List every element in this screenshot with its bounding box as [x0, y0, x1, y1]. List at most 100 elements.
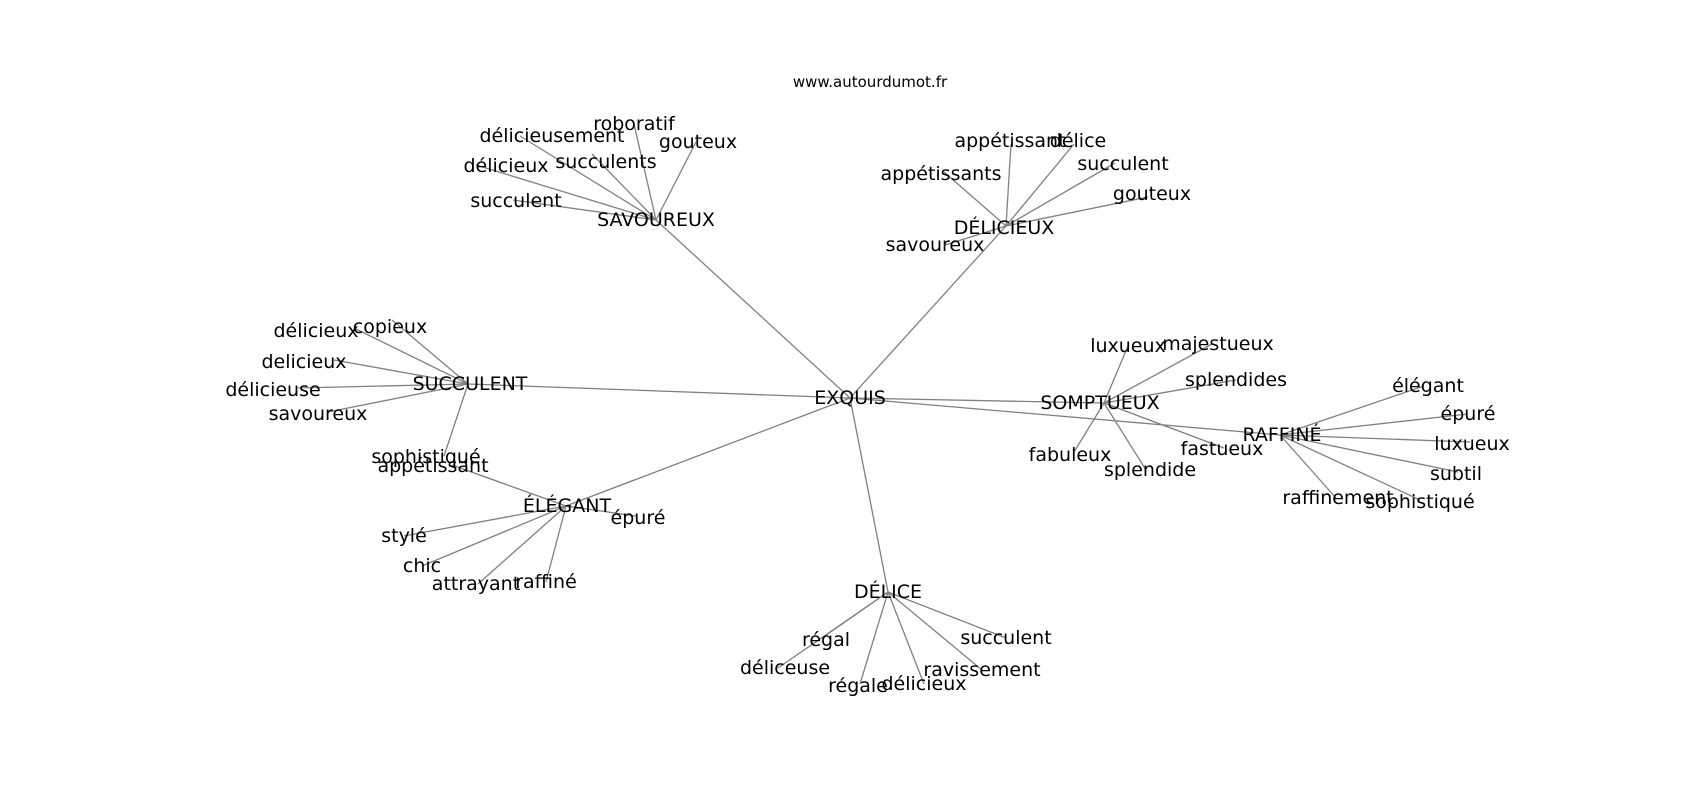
edge-delicieux-leaf	[944, 225, 1007, 246]
leaf-word[interactable]: succulent	[960, 627, 1051, 649]
edge-delice-leaf	[887, 591, 1007, 639]
edge-delice-leaf	[887, 591, 983, 671]
leaf-word[interactable]: délicieux	[881, 673, 966, 695]
edge-raffine-leaf	[1279, 385, 1425, 436]
graph-edges	[297, 123, 1471, 685]
leaf-word[interactable]: luxueux	[1090, 335, 1166, 357]
edge-elegant-leaf	[565, 505, 637, 517]
leaf-word[interactable]: délicieux	[463, 155, 548, 177]
leaf-word[interactable]: stylé	[381, 525, 427, 547]
leaf-word[interactable]: roboratif	[593, 113, 676, 135]
edge-savoureux-leaf	[512, 199, 657, 221]
edge-savoureux-leaf	[591, 153, 657, 221]
leaf-word[interactable]: appétissants	[880, 163, 1001, 185]
leaf-word[interactable]: appétissant	[954, 130, 1065, 152]
edge-elegant-leaf	[477, 505, 567, 585]
edge-delicieux-leaf	[943, 171, 1007, 227]
leaf-word[interactable]: délicieusement	[479, 125, 624, 147]
edge-raffine-leaf	[1279, 413, 1469, 436]
edge-succulent-leaf	[391, 319, 469, 385]
edge-succulent-leaf	[333, 359, 469, 385]
leaf-word[interactable]: ravissement	[923, 659, 1040, 681]
edge-center-elegant	[565, 397, 851, 507]
edge-somptueux-leaf	[1103, 343, 1213, 404]
edge-center-succulent	[467, 383, 851, 399]
leaf-word[interactable]: élégant	[1392, 375, 1464, 397]
edge-raffine-leaf	[1279, 434, 1471, 443]
edge-delice-leaf	[859, 591, 889, 685]
edge-savoureux-leaf	[633, 123, 657, 221]
leaf-word[interactable]: raffinement	[1282, 487, 1393, 509]
edge-succulent-leaf	[327, 383, 469, 413]
edge-center-delice	[849, 397, 889, 593]
leaf-word[interactable]: gouteux	[1113, 183, 1191, 205]
edge-delicieux-leaf	[1005, 143, 1075, 227]
edge-delicieux-leaf	[1005, 162, 1116, 227]
leaf-word[interactable]: luxueux	[1434, 433, 1510, 455]
leaf-word[interactable]: attrayant	[432, 573, 520, 595]
leaf-word[interactable]: delicieux	[261, 351, 346, 373]
edge-raffine-leaf	[1279, 434, 1337, 499]
leaf-word[interactable]: splendides	[1185, 369, 1287, 391]
edge-somptueux-leaf	[1103, 379, 1237, 404]
edge-somptueux-leaf	[1103, 345, 1129, 404]
edge-center-raffine	[849, 397, 1281, 436]
leaf-word[interactable]: succulents	[555, 151, 656, 173]
leaf-word[interactable]: délice	[1050, 130, 1106, 152]
edge-succulent-leaf	[353, 327, 469, 385]
leaf-word[interactable]: régal	[802, 629, 850, 651]
edge-succulent-leaf	[297, 383, 469, 389]
leaf-word[interactable]: épuré	[611, 507, 666, 529]
edge-elegant-leaf	[545, 505, 567, 583]
leaf-word[interactable]: sophistiqué	[1365, 491, 1474, 513]
leaf-word[interactable]: déliceuse	[740, 657, 830, 679]
site-url: www.autourdumot.fr	[793, 73, 948, 91]
edge-savoureux-leaf	[475, 164, 657, 221]
leaf-word[interactable]: sophistiqué	[371, 446, 480, 468]
leaf-word[interactable]: chic	[403, 555, 441, 577]
leaf-word[interactable]: savoureux	[269, 403, 368, 425]
edge-raffine-leaf	[1279, 434, 1421, 501]
edge-savoureux-leaf	[519, 135, 657, 221]
leaf-word[interactable]: gouteux	[659, 131, 737, 153]
leaf-word[interactable]: délicieuse	[225, 379, 320, 401]
edge-elegant-leaf	[403, 505, 567, 537]
leaf-word[interactable]: régale	[828, 675, 888, 697]
leaf-word[interactable]: savoureux	[886, 234, 985, 256]
leaf-word[interactable]: raffiné	[515, 571, 577, 593]
leaf-word[interactable]: délicieux	[273, 320, 358, 342]
hub-word-succulent[interactable]: SUCCULENT	[413, 373, 528, 395]
leaf-word[interactable]: succulent	[470, 190, 561, 212]
leaf-word[interactable]: épuré	[1441, 403, 1496, 425]
leaf-word[interactable]: succulent	[1077, 153, 1168, 175]
hub-word-somptueux[interactable]: SOMPTUEUX	[1040, 392, 1159, 414]
leaf-word[interactable]: copieux	[353, 316, 427, 338]
edge-succulent-leaf	[443, 383, 469, 457]
edge-delicieux-leaf	[1005, 143, 1012, 227]
leaf-word[interactable]: majestueux	[1162, 333, 1274, 355]
edge-somptueux-leaf	[1073, 402, 1105, 453]
leaf-word[interactable]: subtil	[1430, 463, 1482, 485]
leaf-word[interactable]: appétissant	[377, 455, 488, 477]
edge-center-somptueux	[849, 397, 1105, 404]
hub-word-raffine[interactable]: RAFFINÉ	[1242, 423, 1321, 446]
edge-raffine-leaf	[1279, 434, 1459, 473]
edge-center-savoureux	[655, 219, 851, 399]
center-word[interactable]: EXQUIS	[814, 387, 886, 409]
leaf-word[interactable]: fabuleux	[1029, 444, 1112, 466]
edge-center-delicieux	[849, 225, 1007, 399]
edge-elegant-leaf	[451, 464, 567, 507]
edge-delicieux-leaf	[1005, 196, 1149, 227]
leaf-word[interactable]: fastueux	[1181, 438, 1264, 460]
hub-word-savoureux[interactable]: SAVOUREUX	[597, 209, 715, 231]
edge-somptueux-leaf	[1103, 402, 1147, 471]
leaf-word[interactable]: splendide	[1104, 459, 1196, 481]
hub-word-delicieux[interactable]: DÉLICIEUX	[954, 216, 1055, 239]
hub-word-elegant[interactable]: ÉLÉGANT	[523, 494, 612, 517]
edge-delice-leaf	[777, 591, 889, 669]
edge-elegant-leaf	[421, 505, 567, 567]
hub-word-delice[interactable]: DÉLICE	[854, 580, 922, 603]
edge-delice-leaf	[887, 591, 925, 685]
